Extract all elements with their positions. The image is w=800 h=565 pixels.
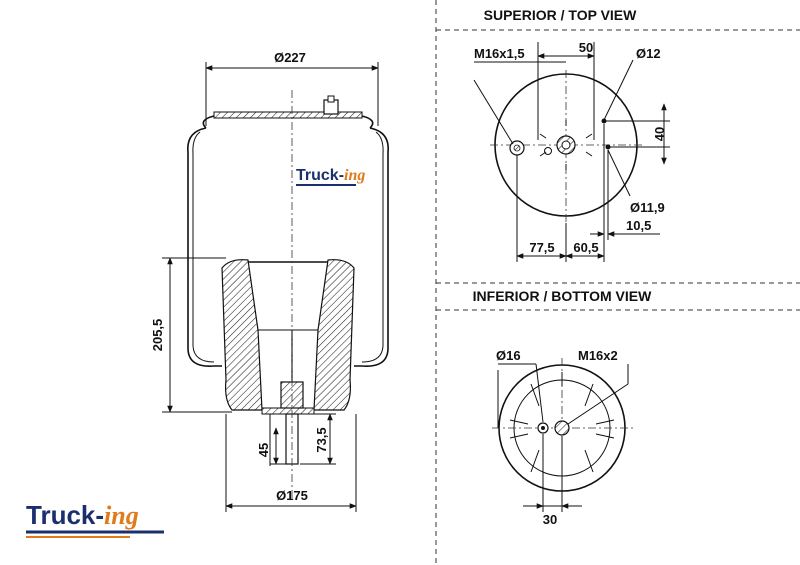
dim-stud-45: 45	[256, 443, 271, 457]
brand-logo: Truck-ing	[26, 500, 164, 538]
top-dim-605: 60,5	[573, 240, 598, 255]
top-thread-label: M16x1,5	[474, 46, 525, 61]
top-dim-105: 10,5	[626, 218, 651, 233]
dim-diameter-top: Ø227	[274, 50, 306, 65]
top-view	[473, 42, 670, 262]
top-dim-50: 50	[579, 40, 593, 55]
top-dim-40: 40	[652, 127, 667, 141]
dim-height: 205,5	[150, 319, 165, 352]
bottom-view-title: INFERIOR / BOTTOM VIEW	[473, 288, 652, 304]
bottom-view	[492, 358, 634, 512]
logo-part2: ing	[104, 501, 139, 530]
logo-part1: Truck-	[26, 500, 104, 530]
top-dia-12: Ø12	[636, 46, 661, 61]
dim-diameter-base: Ø175	[276, 488, 308, 503]
side-view	[187, 90, 389, 500]
view-dividers	[435, 0, 800, 565]
svg-text:Truck-ing: Truck-ing	[26, 500, 139, 530]
top-dia-119: Ø11,9	[630, 200, 665, 215]
watermark-part1: Truck-	[296, 167, 344, 184]
side-view-dimensions	[162, 62, 379, 512]
dim-stud-73: 73,5	[314, 427, 329, 452]
watermark-part2: ing	[344, 167, 365, 184]
svg-text:Truck-ing: Truck-ing	[296, 167, 365, 184]
top-dim-775: 77,5	[529, 240, 554, 255]
bottom-dim-30: 30	[543, 512, 557, 527]
bottom-thread-label: M16x2	[578, 348, 618, 363]
brand-watermark: Truck-ing	[296, 167, 365, 186]
bottom-dia-16: Ø16	[496, 348, 521, 363]
top-view-title: SUPERIOR / TOP VIEW	[484, 7, 638, 23]
